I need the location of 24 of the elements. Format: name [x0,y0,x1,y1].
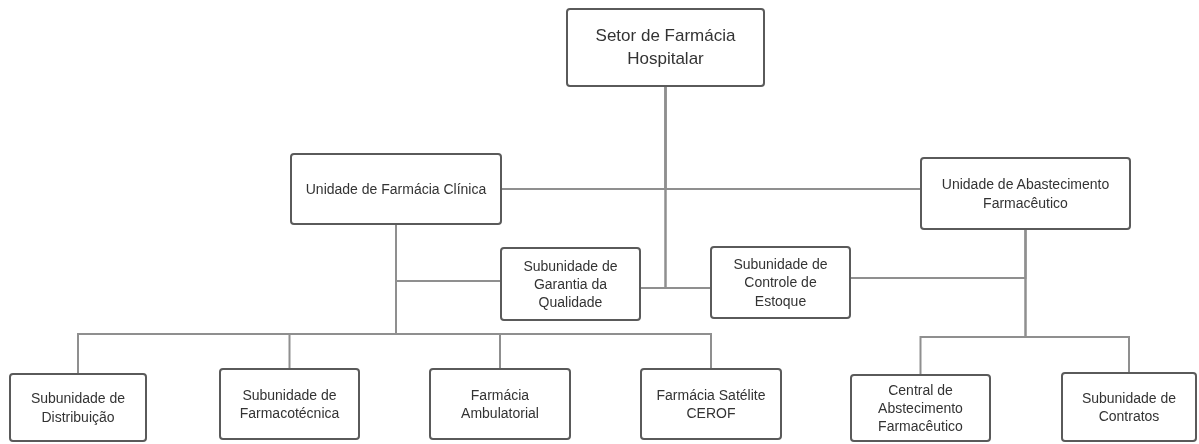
org-unit-box [850,374,991,442]
unit-name: Farmácia Ambulatorial [460,385,540,423]
org-unit-box [219,368,360,440]
org-unit-box [566,8,765,87]
unit-name: Subunidade de Garantia da Qualidade [522,256,619,312]
org-unit-box [290,153,502,225]
unit-name: Subunidade de Farmacotécnica [238,385,341,423]
org-unit-box [429,368,571,440]
org-unit-box [9,373,147,442]
org-unit-box [640,368,782,440]
org-unit-box [500,247,641,321]
unit-name: Unidade de Farmácia Clínica [305,179,487,199]
unit-name: Farmácia Satélite CEROF [655,385,767,423]
unit-name: Central de Abstecimento Farmacêutico [877,380,964,436]
unit-name: Subunidade de Distribuição [29,389,127,426]
connector-line [1024,229,1130,373]
org-unit-box [920,157,1131,230]
org-unit-box [1061,372,1197,442]
unit-name: Setor de Farmácia Hospitalar [594,25,737,70]
unit-name: Subunidade de Controle de Estoque [732,255,829,310]
unit-name: Subunidade de Contratos [1080,388,1178,426]
org-unit-box [710,246,851,319]
connector-line [664,86,711,289]
unit-name: Unidade de Abastecimento Farmacêutico [940,175,1111,212]
